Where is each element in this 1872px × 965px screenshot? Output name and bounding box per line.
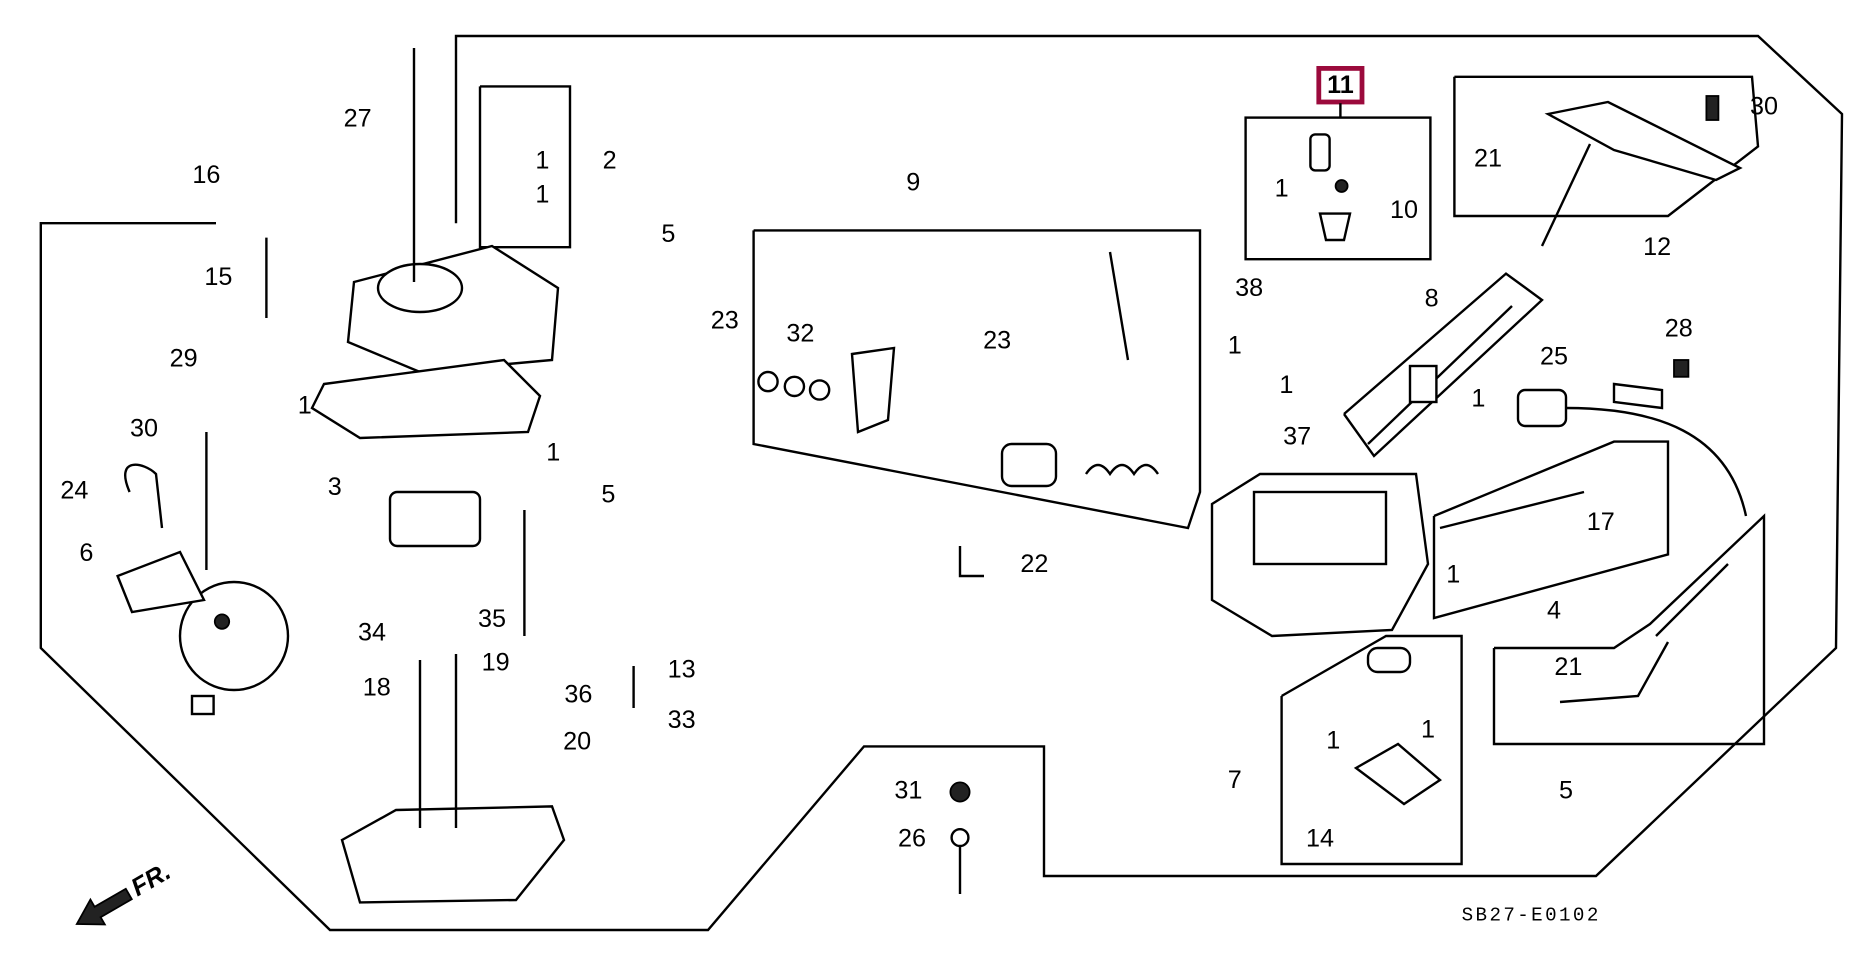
callout: 1	[1228, 331, 1242, 359]
callout: 5	[601, 480, 615, 508]
callout: 1	[298, 391, 312, 419]
callout: 5	[1559, 777, 1573, 805]
callout: 8	[1425, 285, 1439, 313]
callout: 23	[983, 327, 1011, 355]
highlight-box	[1316, 66, 1365, 105]
callout: 1	[1326, 726, 1340, 754]
callout: 1	[1279, 371, 1293, 399]
callout: 38	[1235, 274, 1263, 302]
callout: 1	[535, 180, 549, 208]
group-box-5-right	[1492, 513, 1766, 746]
callout: 28	[1665, 315, 1693, 343]
callout: 32	[786, 319, 814, 347]
callout: 12	[1643, 233, 1671, 261]
callout: 1	[1421, 715, 1435, 743]
callout: 2	[603, 147, 617, 175]
callout: 14	[1306, 825, 1334, 853]
diagram-code: SB27-E0102	[1462, 905, 1601, 927]
callout: 21	[1474, 144, 1502, 172]
group-box-2	[478, 85, 572, 249]
callout: 30	[1750, 93, 1778, 121]
callout: 35	[478, 605, 506, 633]
adjuster-spring	[1367, 305, 1513, 445]
callout: 24	[60, 477, 88, 505]
callout: 21	[1554, 653, 1582, 681]
callout: 22	[1020, 550, 1048, 578]
callout: 10	[1390, 196, 1418, 224]
callout: 30	[130, 414, 158, 442]
callout: 29	[170, 345, 198, 373]
assembly-boundary	[39, 34, 1844, 932]
callout-labels: 27 2 1 1 16 15 29 5 23 1 30 24 3 1 5 6 3…	[60, 66, 1778, 853]
callout: 1	[1471, 384, 1485, 412]
carburetor-base-plate	[340, 805, 566, 904]
part-11-valve	[1309, 133, 1352, 242]
callout: 23	[711, 306, 739, 334]
callout: 9	[906, 168, 920, 196]
diaphragm-assembly	[116, 463, 290, 716]
bolts	[205, 95, 1720, 894]
callout: 18	[363, 673, 391, 701]
callout: 13	[668, 655, 696, 683]
carburetor-top-cover	[310, 48, 560, 440]
callout: 1	[1446, 561, 1460, 589]
carburetor-main-body	[1210, 472, 1442, 806]
callout-highlighted[interactable]: 11	[1327, 71, 1354, 99]
group-box-7	[1280, 634, 1463, 866]
callout: 4	[1547, 597, 1561, 625]
callout: 1	[546, 438, 560, 466]
callout: 25	[1540, 342, 1568, 370]
callout: 1	[1275, 174, 1289, 202]
callout: 34	[358, 618, 386, 646]
group-box-8	[1343, 272, 1544, 458]
callout: 15	[204, 263, 232, 291]
callout: 33	[668, 706, 696, 734]
callout: 36	[564, 681, 592, 709]
throttle-linkage	[757, 251, 1159, 578]
part-17-needle	[1439, 490, 1585, 530]
solenoid-valve	[1408, 364, 1438, 404]
front-label: FR.	[126, 857, 175, 902]
callout: 26	[898, 825, 926, 853]
group-box-9	[752, 229, 1202, 530]
callout: 1	[535, 147, 549, 175]
group-box-11	[1244, 116, 1432, 261]
callout: 17	[1587, 508, 1615, 536]
callout: 3	[328, 473, 342, 501]
part-25-cable	[1516, 382, 1748, 517]
callout: 5	[661, 220, 675, 248]
link-rod	[1559, 563, 1729, 704]
group-box-4	[1432, 440, 1670, 620]
callout: 37	[1283, 423, 1311, 451]
callout: 19	[482, 648, 510, 676]
callout: 7	[1228, 766, 1242, 794]
callout: 6	[79, 539, 93, 567]
callout: 20	[563, 727, 591, 755]
front-arrow: FR.	[75, 857, 176, 926]
callout: 16	[192, 161, 220, 189]
callout: 31	[894, 777, 922, 805]
group-box-12	[1453, 75, 1760, 218]
part-12-bracket	[1540, 100, 1743, 247]
callout: 27	[344, 105, 372, 133]
